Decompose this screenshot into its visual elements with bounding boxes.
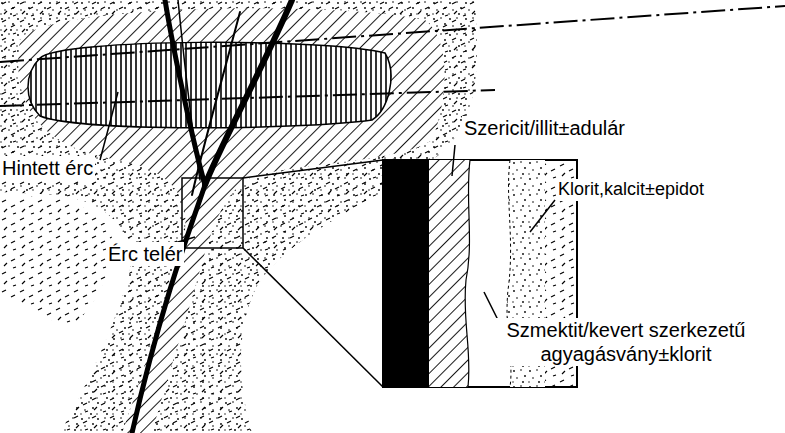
label: Klorit,kalcit±epidot <box>556 179 706 201</box>
faults <box>0 6 785 106</box>
ore-vein <box>132 0 292 433</box>
label: Szericit/illit±adulár <box>462 116 627 140</box>
inset-frame <box>182 160 383 387</box>
sericite-halo <box>18 8 444 433</box>
outer-alteration-zone <box>0 0 477 433</box>
label: Hintett érc <box>0 156 95 180</box>
label: Érc telér <box>106 242 184 266</box>
label: Szmektit/kevert szerkezetű agyagásvány±k… <box>474 318 778 366</box>
